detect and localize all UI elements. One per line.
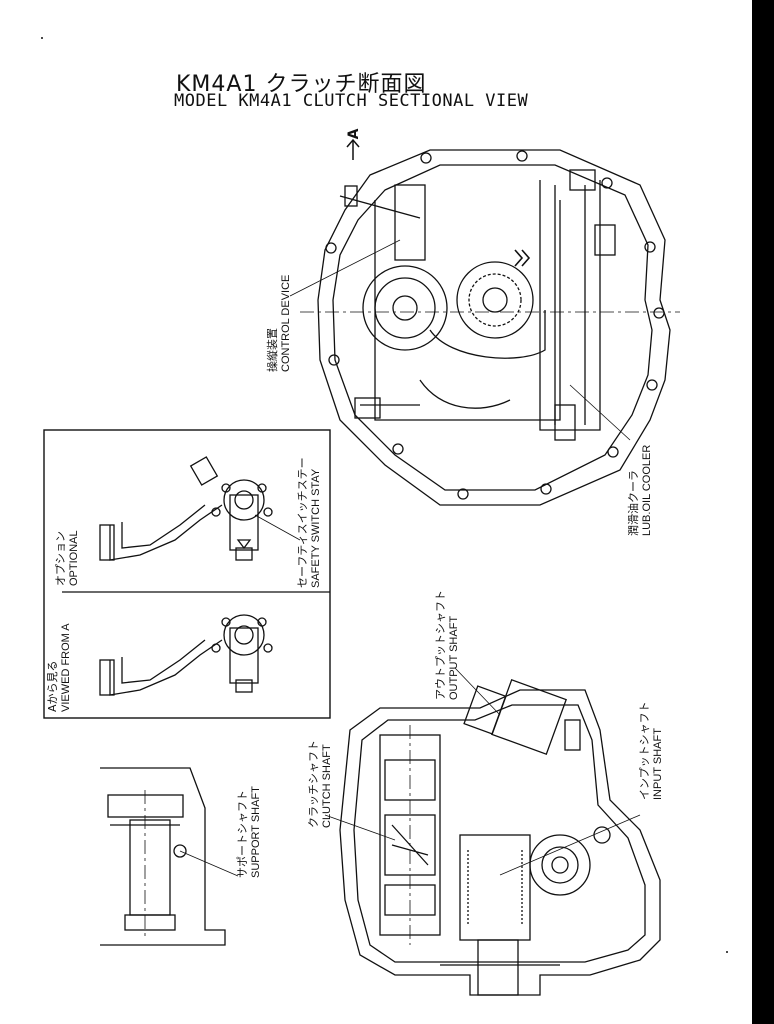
label-viewed-from-a: Aから見る VIEWED FROM A xyxy=(46,623,72,712)
label-clutch-shaft: クラッチシャフト CLUTCH SHAFT xyxy=(307,740,333,828)
label-input-shaft-en: INPUT SHAFT xyxy=(652,728,664,800)
view-arrow-letter: A xyxy=(346,128,362,139)
label-clutch-shaft-jp: クラッチシャフト xyxy=(307,740,320,828)
label-control-device-jp: 操縦装置 xyxy=(265,328,279,372)
label-support-shaft-jp: サポートシャフト xyxy=(236,790,249,878)
label-output-shaft-jp: アウトプットシャフト xyxy=(434,590,447,700)
label-output-shaft-en: OUTPUT SHAFT xyxy=(448,616,460,700)
label-viewed-from-a-jp: Aから見る xyxy=(46,660,59,712)
label-control-device-en: CONTROL DEVICE xyxy=(280,275,292,372)
lower-section-view xyxy=(339,678,661,996)
label-input-shaft-jp: インプットシャフト xyxy=(638,701,651,800)
label-safety-switch-stay: セーフティスイッチステー SAFETY SWITCH STAY xyxy=(296,457,322,588)
label-clutch-shaft-en: CLUTCH SHAFT xyxy=(321,744,333,828)
inset-lever-optional xyxy=(99,456,273,561)
label-optional: オプション OPTIONAL xyxy=(54,530,80,586)
label-lub-oil-cooler-en: LUB.OIL COOLER xyxy=(641,445,653,536)
inset-lever-standard xyxy=(99,614,273,696)
label-lub-oil-cooler: 潤滑油クーラ LUB.OIL COOLER xyxy=(626,445,653,536)
label-optional-en: OPTIONAL xyxy=(68,530,80,586)
label-optional-jp: オプション xyxy=(54,531,67,586)
label-support-shaft-en: SUPPORT SHAFT xyxy=(250,786,262,878)
title-english: MODEL KM4A1 CLUTCH SECTIONAL VIEW xyxy=(174,91,529,111)
upper-housing-view xyxy=(300,149,680,506)
label-safety-switch-stay-en: SAFETY SWITCH STAY xyxy=(310,468,322,588)
label-safety-switch-stay-jp: セーフティスイッチステー xyxy=(296,457,309,588)
page-edge-border xyxy=(752,0,774,1024)
label-input-shaft: インプットシャフト INPUT SHAFT xyxy=(638,701,664,800)
title-japanese: KM4A1 クラッチ断面図 xyxy=(176,72,427,97)
support-shaft-view xyxy=(100,767,239,946)
label-viewed-from-a-en: VIEWED FROM A xyxy=(60,623,72,712)
label-output-shaft: アウトプットシャフト OUTPUT SHAFT xyxy=(434,590,460,700)
view-arrow xyxy=(346,138,360,160)
label-lub-oil-cooler-jp: 潤滑油クーラ xyxy=(626,470,640,536)
label-control-device: 操縦装置 CONTROL DEVICE xyxy=(265,275,292,372)
label-support-shaft: サポートシャフト SUPPORT SHAFT xyxy=(236,786,262,878)
